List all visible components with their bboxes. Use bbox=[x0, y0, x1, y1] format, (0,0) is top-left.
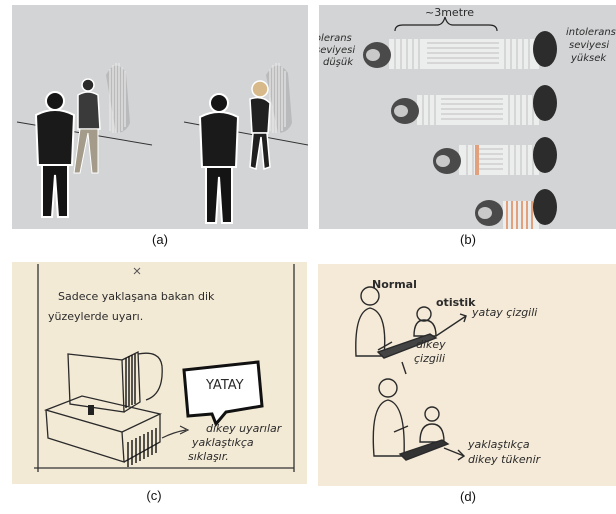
right-label-line-1: intolerans bbox=[566, 27, 616, 38]
left-label-line-1: tolerans bbox=[319, 33, 352, 44]
dense-pattern-monitor bbox=[125, 354, 136, 408]
sign-text: YATAY bbox=[206, 378, 244, 393]
stripe-row-1 bbox=[363, 31, 557, 69]
label-dikey-line-1: dikey bbox=[416, 338, 446, 351]
normal-body-bottom bbox=[372, 399, 405, 457]
desk-sketch bbox=[43, 350, 163, 463]
otistik-head-top bbox=[416, 306, 432, 322]
head-topview-3b bbox=[533, 137, 557, 173]
annotation-line-3: sıklaşır. bbox=[188, 450, 229, 463]
caption-a: (a) bbox=[152, 232, 168, 247]
panel-b-illustration bbox=[363, 16, 557, 229]
annotation-line-2: yaklaştıkça bbox=[192, 436, 254, 449]
label-dikey-line-2: çizgili bbox=[414, 352, 446, 365]
distance-brace bbox=[394, 16, 498, 32]
normal-head-bottom bbox=[378, 378, 398, 398]
normal-head-top bbox=[360, 286, 380, 306]
stripe-row-4 bbox=[475, 189, 557, 229]
caption-d: (d) bbox=[460, 489, 476, 504]
panel-d-sketch bbox=[355, 286, 467, 461]
otistik-body-bottom bbox=[419, 423, 445, 443]
panel-a-illustration bbox=[16, 63, 308, 224]
stripe-row-3 bbox=[433, 137, 557, 175]
yatay-sign bbox=[182, 360, 264, 427]
label-yatay: yatay çizgili bbox=[472, 306, 538, 319]
left-label-line-2: seviyesi bbox=[319, 45, 356, 56]
head-topview-4b bbox=[533, 189, 557, 225]
head-topview-1b bbox=[533, 31, 557, 67]
person-standing-left-scene bbox=[34, 91, 76, 218]
panel-d: Normal otistik yatay çizgili dikey çizgi… bbox=[318, 264, 616, 486]
label-otistik: otistik bbox=[436, 296, 476, 309]
right-label-line-3: yüksek bbox=[571, 53, 607, 64]
otistik-head-bottom bbox=[424, 406, 440, 422]
left-label-line-3: düşük bbox=[323, 57, 354, 68]
panel-c: Sadece yaklaşana bakan dik yüzeylerde uy… bbox=[12, 262, 307, 484]
person-walking-left-scene bbox=[73, 78, 101, 174]
caption-c: (c) bbox=[146, 488, 162, 503]
otistik-body-top bbox=[413, 319, 437, 337]
note-line-1: Sadece yaklaşana bakan dik bbox=[58, 290, 215, 303]
head-topview-2b bbox=[533, 85, 557, 121]
right-label-line-2: seviyesi bbox=[569, 40, 610, 51]
annotation-line-1: dikey uyarılar bbox=[206, 422, 282, 435]
caption-b: (b) bbox=[460, 232, 476, 247]
panel-a bbox=[12, 5, 308, 229]
person-woman-right-scene bbox=[249, 80, 271, 171]
stripe-wall-right bbox=[266, 63, 292, 133]
label-bottom-line-1: yaklaştıkça bbox=[468, 438, 530, 451]
label-normal: Normal bbox=[372, 278, 417, 291]
distance-label: ~3metre bbox=[425, 6, 475, 19]
person-standing-right-scene bbox=[198, 93, 240, 224]
normal-body-top bbox=[355, 307, 386, 357]
panel-c-sketch bbox=[34, 264, 295, 472]
stripe-row-2 bbox=[391, 85, 557, 125]
label-bottom-line-2: dikey tükenir bbox=[468, 453, 541, 466]
panel-b: ~3metre tolerans seviyesi düşük intolera… bbox=[319, 5, 616, 229]
dense-pattern-desk bbox=[127, 428, 157, 467]
stripe-wall-left bbox=[106, 63, 130, 133]
note-line-2: yüzeylerde uyarı. bbox=[48, 310, 144, 323]
